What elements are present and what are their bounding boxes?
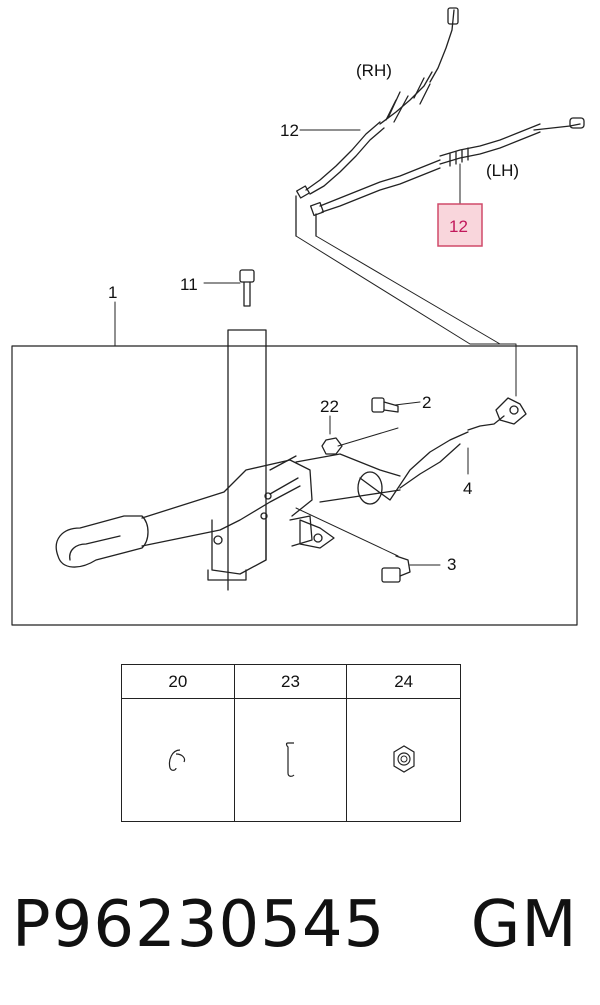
rh-cable [295, 7, 459, 237]
callout-11: 11 [180, 275, 198, 294]
callout-4: 4 [463, 479, 472, 498]
callout-22: 22 [320, 397, 339, 416]
callout-3: 3 [447, 555, 456, 574]
legend-clip-23 [235, 699, 348, 821]
callout-12-upper: 12 [280, 121, 299, 140]
mounting-bracket [295, 507, 399, 557]
front-cable-4 [295, 397, 527, 505]
nut-22 [321, 427, 399, 455]
lh-cable [309, 117, 585, 237]
callout-12-highlight: 12 [449, 217, 468, 236]
parts-legend-table: 20 23 24 [121, 664, 461, 822]
connector-3 [381, 555, 411, 583]
bolt-11 [227, 269, 267, 591]
legend-nut-24 [347, 699, 460, 821]
bolt-2 [371, 397, 399, 413]
part-number-code: P96230545 GM [12, 888, 578, 962]
clip-23-icon [286, 742, 295, 777]
legend-header-20: 20 [122, 665, 235, 699]
callout-lh: (LH) [486, 161, 519, 180]
legend-header-24: 24 [347, 665, 460, 699]
hex-nut-24-icon [393, 745, 415, 773]
clip-20-icon [168, 749, 185, 771]
assembly-box [11, 345, 578, 626]
parking-brake-exploded-diagram: (RH) (LH) 12 12 11 1 22 2 4 3 [11, 7, 585, 626]
callout-2: 2 [422, 393, 431, 412]
highlight-box-12 [437, 203, 483, 247]
brake-lever [55, 455, 313, 581]
callout-1: 1 [108, 283, 117, 302]
legend-clip-20 [122, 699, 235, 821]
legend-header-23: 23 [234, 665, 348, 699]
callout-rh: (RH) [356, 61, 392, 80]
